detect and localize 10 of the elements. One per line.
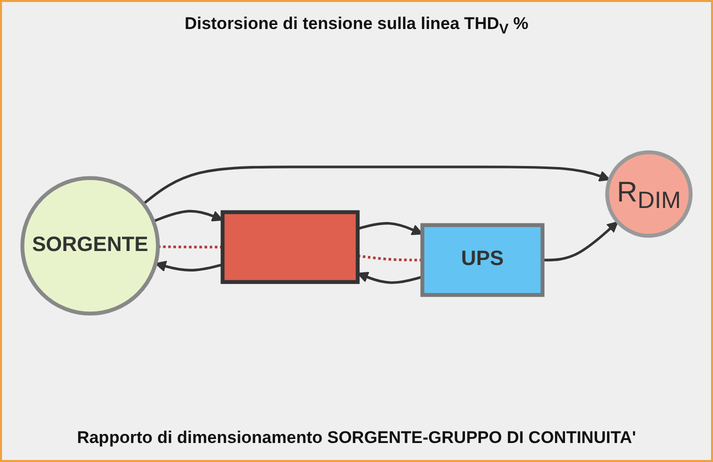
diagram-title: Distorsione di tensione sulla linea THD$_{V}$ %	[184, 14, 528, 38]
arrow	[542, 221, 618, 262]
arrow	[155, 260, 223, 272]
node-circle: SORGENTE	[20, 176, 160, 316]
node-circle: R$_{DIM}$	[605, 150, 693, 238]
diagram-caption: Rapporto di dimensionamento SORGENTE-GRUPPO DI CONTINUITA'	[76, 428, 636, 448]
connector	[158, 245, 223, 248]
node-box: UPS	[420, 222, 544, 297]
node-bar	[220, 210, 360, 284]
arrow	[142, 165, 610, 205]
